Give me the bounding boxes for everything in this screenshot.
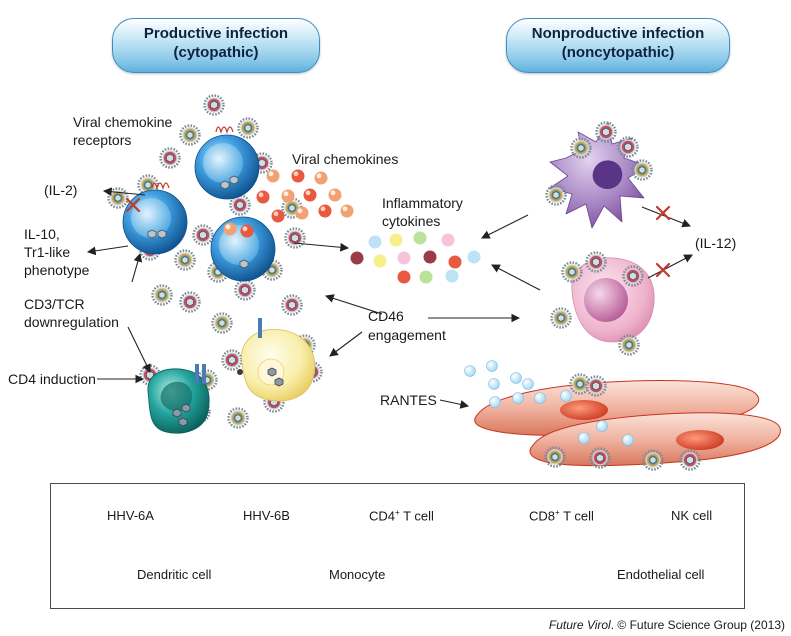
label-inflammatory-line2: cytokines <box>382 213 441 229</box>
nonproductive-title: Nonproductive infection <box>531 25 705 42</box>
legend-monocyte-label: Monocyte <box>329 567 386 582</box>
legend-cd8-text: CD8 <box>529 508 556 524</box>
legend-endothelial-label: Endothelial cell <box>617 567 705 582</box>
label-viral-chemokine-receptors-2: receptors <box>73 132 132 148</box>
credit-rest: . © Future Science Group (2013) <box>610 618 785 632</box>
monocyte <box>571 257 655 343</box>
legend-cd4-sup: + <box>395 508 400 517</box>
inflammatory-cytokine-balls <box>350 231 481 284</box>
label-viral-chemokines: Viral chemokines <box>292 151 399 167</box>
label-rantes: RANTES <box>380 392 437 408</box>
label-il10-line1: IL-10, <box>24 226 60 242</box>
nonproductive-subtitle: (noncytopathic) <box>561 44 675 61</box>
legend-cd4-label: CD4+ T cell <box>369 508 434 523</box>
legend-box: HHV-6A HHV-6B CD4+ T cell CD8+ T cell NK… <box>50 483 745 609</box>
label-cd46-line1: CD46 <box>368 308 404 324</box>
rantes-dots <box>464 360 634 446</box>
cd4-t-cell-cluster <box>122 126 276 282</box>
label-il12: (IL-12) <box>695 235 737 251</box>
nk-cell <box>237 318 316 402</box>
legend-cd4-text: CD4 <box>369 508 396 524</box>
legend-cd8-label: CD8+ T cell <box>529 508 594 523</box>
cd8-t-cell <box>147 364 210 434</box>
label-il2: (IL-2) <box>44 182 78 198</box>
endothelial-cells <box>474 380 781 467</box>
credit-line: Future Virol. © Future Science Group (20… <box>549 618 785 632</box>
arrows <box>86 187 693 409</box>
productive-title: Productive infection <box>143 25 289 42</box>
label-cd3-tcr-line2: downregulation <box>24 314 119 330</box>
label-cd46-line2: engagement <box>368 327 446 343</box>
legend-cd8-sup: + <box>555 508 560 517</box>
label-cd4-induction: CD4 induction <box>8 371 96 387</box>
productive-subtitle: (cytopathic) <box>173 44 259 61</box>
legend-cd4-rest: T cell <box>399 508 434 524</box>
legend-hhv6b-label: HHV-6B <box>243 508 290 523</box>
journal-name: Future Virol <box>548 618 611 632</box>
nonproductive-infection-header: Nonproductive infection (noncytopathic) <box>506 18 730 73</box>
label-il10-line2: Tr1-like <box>24 244 71 260</box>
legend-nk-label: NK cell <box>671 508 713 523</box>
label-cd3-tcr-line1: CD3/TCR <box>24 296 85 312</box>
label-viral-chemokine-receptors-1: Viral chemokine <box>73 114 173 130</box>
legend-cd8-rest: T cell <box>559 508 594 524</box>
legend-dendritic-label: Dendritic cell <box>137 567 212 582</box>
label-inflammatory-line1: Inflammatory <box>382 195 463 211</box>
viral-chemokine-balls <box>256 169 354 223</box>
label-il10-line3: phenotype <box>24 262 90 278</box>
productive-infection-header: Productive infection (cytopathic) <box>112 18 320 73</box>
legend-hhv6a-label: HHV-6A <box>107 508 154 523</box>
